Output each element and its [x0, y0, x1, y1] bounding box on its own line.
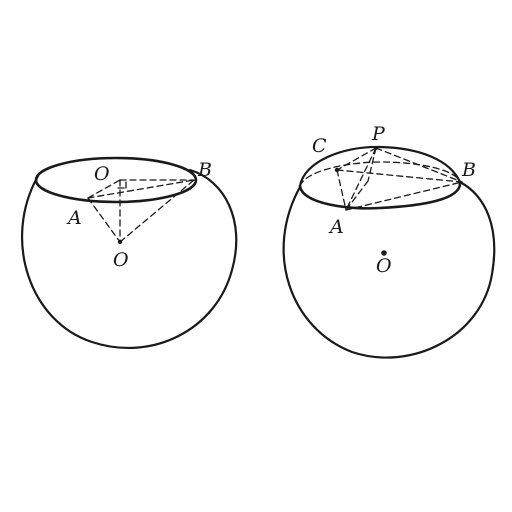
right-point-p [374, 146, 378, 150]
right-label-c: C [312, 135, 327, 157]
right-label-o: O [376, 255, 392, 277]
right-dashed-lines [336, 147, 463, 211]
right-label-a: A [328, 216, 344, 238]
right-section-front [298, 180, 462, 210]
left-center-point [117, 239, 123, 245]
right-label-b: B [461, 159, 476, 181]
left-label-o-center: O [113, 249, 129, 271]
right-sphere-figure: C P B A O [282, 123, 496, 359]
right-label-p: P [371, 123, 386, 145]
left-label-a: A [66, 207, 82, 229]
left-dashed-lines [87, 179, 195, 243]
right-point-c [334, 167, 340, 173]
left-label-b: B [197, 159, 212, 181]
left-sphere-outline [20, 168, 238, 350]
right-center-point [381, 250, 387, 256]
right-sphere-outline [282, 180, 496, 359]
left-label-o-top: O [94, 163, 110, 185]
right-cap-arc [298, 145, 462, 188]
left-section-circle [34, 156, 198, 204]
right-section-back [299, 161, 461, 187]
left-sphere-figure: O B A O [20, 156, 238, 350]
